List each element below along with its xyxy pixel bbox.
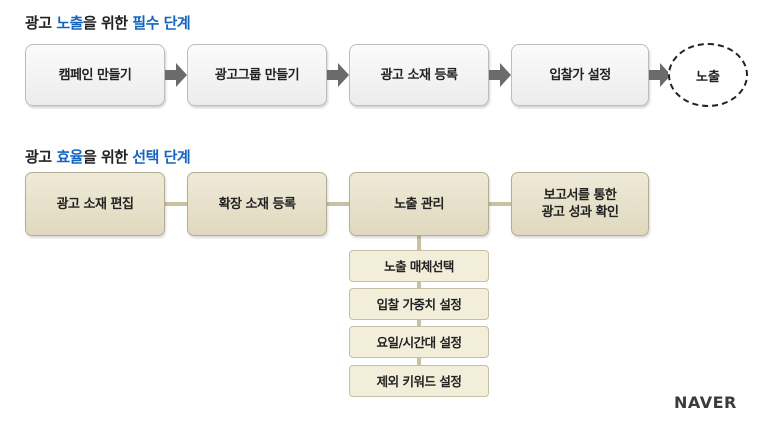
step-extension-register[interactable]: 확장 소재 등록 — [187, 172, 327, 236]
sub-item-day-time[interactable]: 요일/시간대 설정 — [349, 326, 489, 358]
step-creative-register[interactable]: 광고 소재 등록 — [349, 44, 489, 106]
sub-item-media-select[interactable]: 노출 매체선택 — [349, 250, 489, 282]
arrow-right-icon — [649, 63, 671, 87]
step-creative-edit[interactable]: 광고 소재 편집 — [25, 172, 165, 236]
arrow-right-icon — [165, 63, 187, 87]
arrow-right-icon — [489, 63, 511, 87]
sub-item-exclude-keyword[interactable]: 제외 키워드 설정 — [349, 365, 489, 397]
step-bid-setting[interactable]: 입찰가 설정 — [511, 44, 649, 106]
step-exposure-manage[interactable]: 노출 관리 — [349, 172, 489, 236]
step-exposure-final[interactable]: 노출 — [668, 43, 748, 107]
arrow-right-icon — [327, 63, 349, 87]
step-report-check[interactable]: 보고서를 통한 광고 성과 확인 — [511, 172, 649, 236]
connector-horizontal — [165, 202, 511, 206]
section1-title: 광고 노출을 위한 필수 단계 — [25, 14, 191, 32]
section2-title: 광고 효율을 위한 선택 단계 — [25, 148, 191, 166]
naver-logo: NAVER — [674, 393, 737, 412]
sub-item-bid-weight[interactable]: 입찰 가중치 설정 — [349, 288, 489, 320]
step-adgroup-create[interactable]: 광고그룹 만들기 — [187, 44, 327, 106]
step-campaign-create[interactable]: 캠페인 만들기 — [25, 44, 165, 106]
